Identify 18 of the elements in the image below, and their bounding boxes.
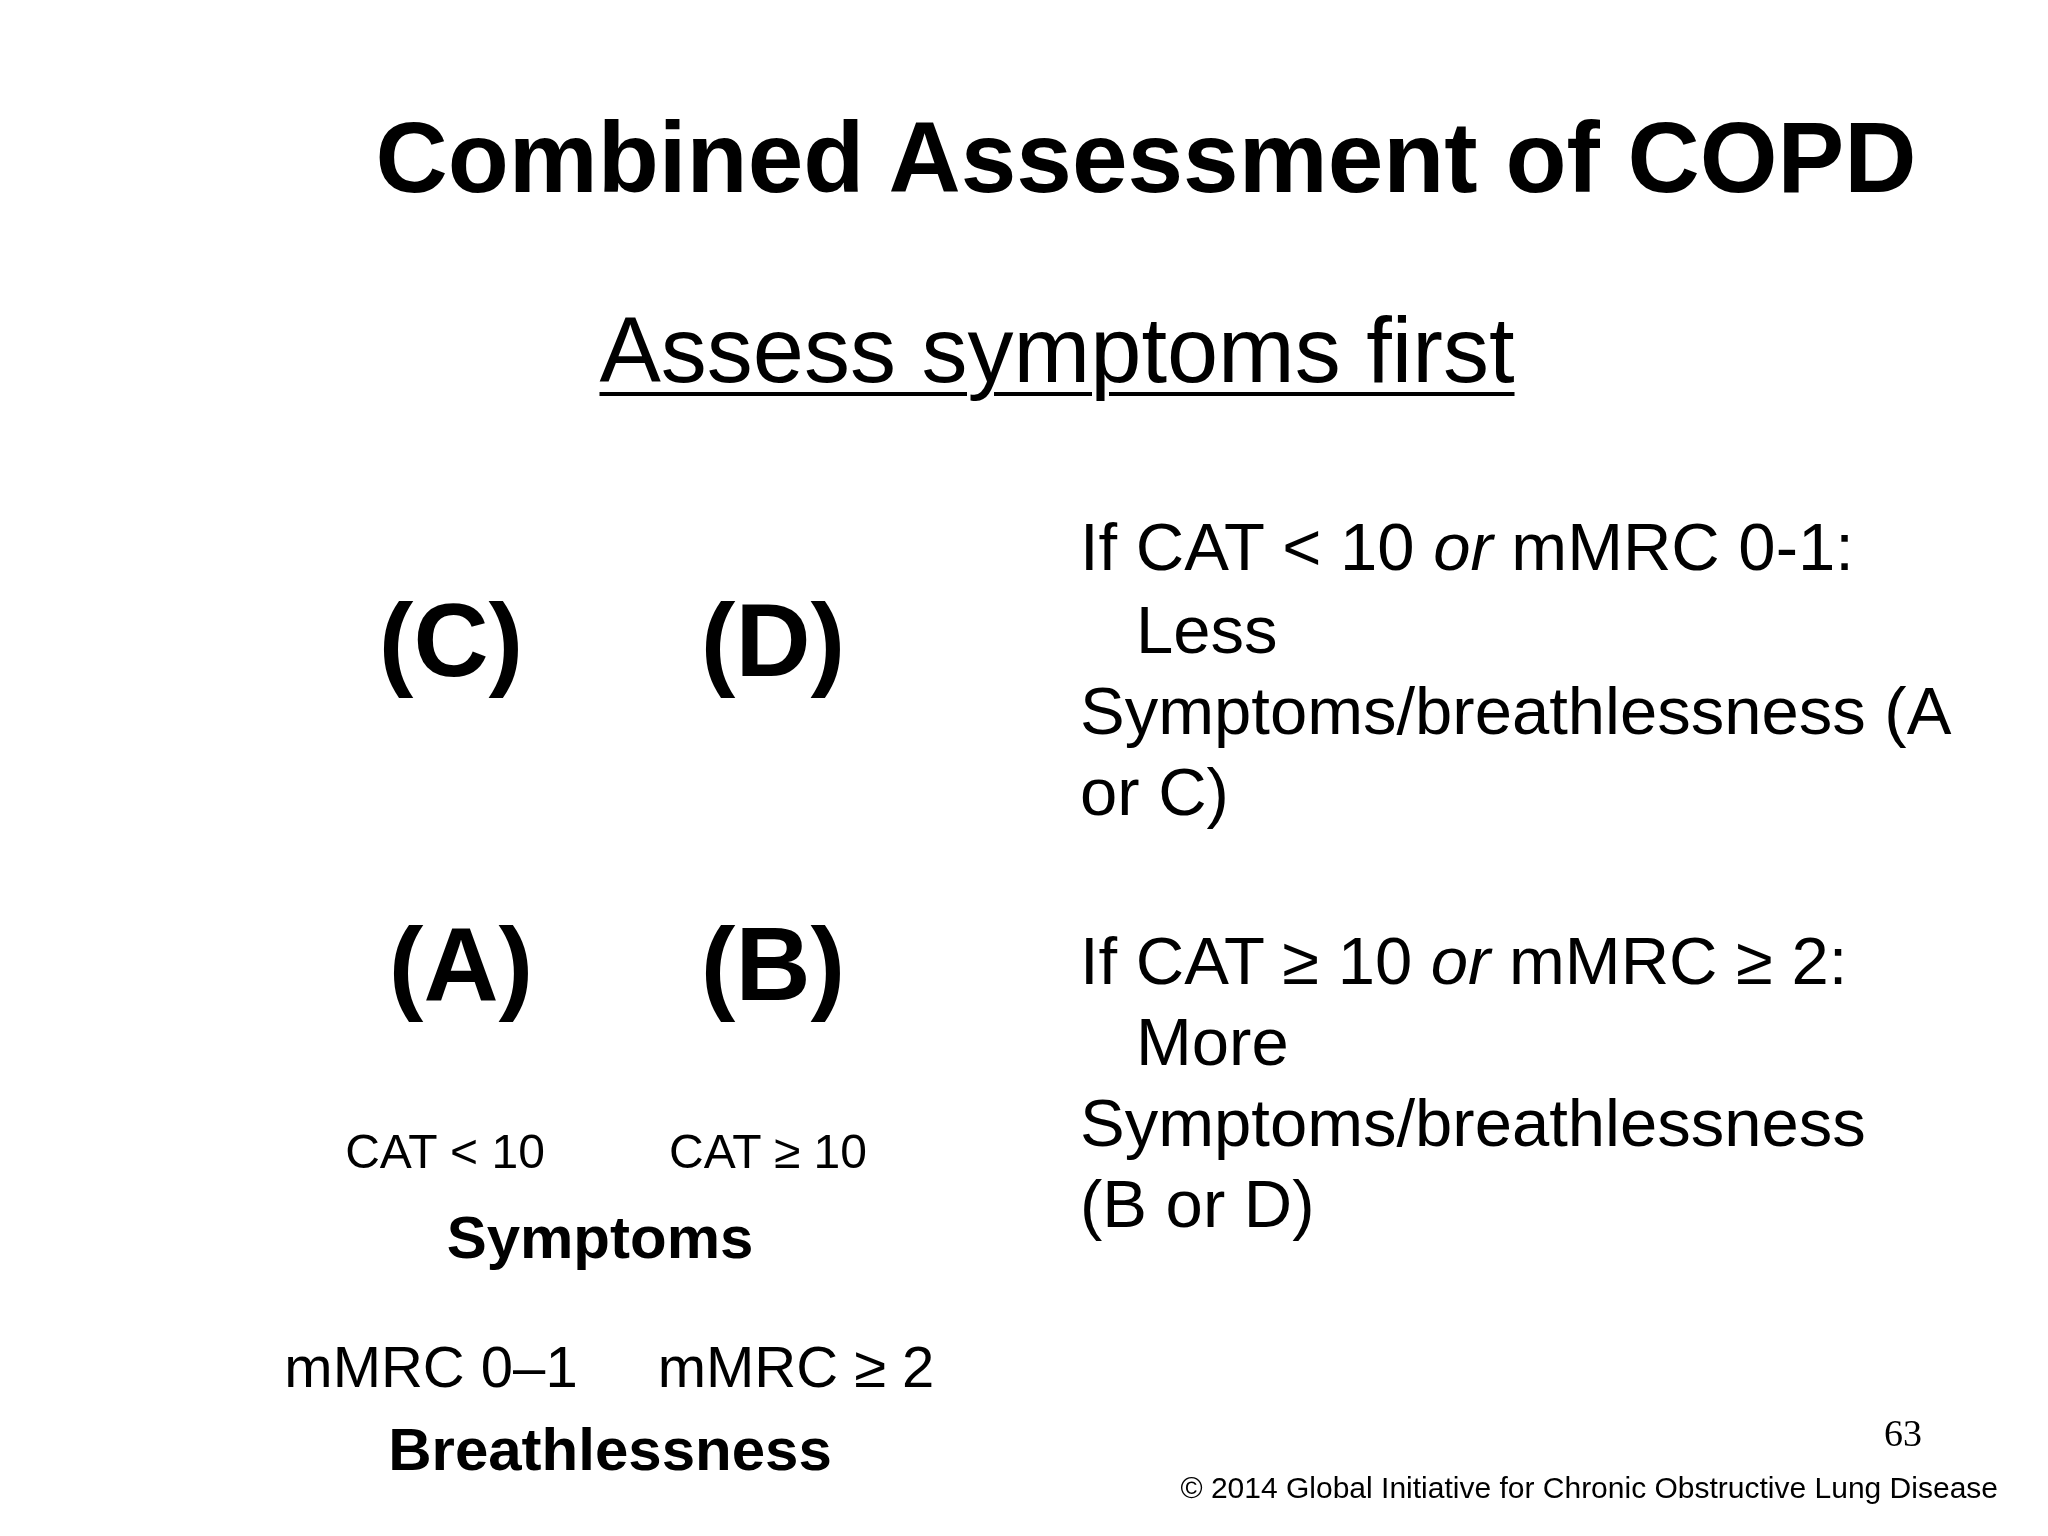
axis-title: Breathlessness (388, 1415, 832, 1485)
group-label: (C) (378, 581, 524, 700)
slide-title: Combined Assessment of COPD (375, 100, 1917, 215)
page-number: 63 (1884, 1411, 1922, 1456)
criterion-text: If CAT < 10 or mMRC 0-1: (1080, 508, 1854, 586)
axis-title: Symptoms (446, 1203, 754, 1273)
group-label: (A) (388, 905, 534, 1024)
threshold-label: mMRC 0–1 (284, 1333, 578, 1401)
description-text: Less Symptoms/breathlessness (A or C) (1080, 591, 1950, 831)
threshold-label: mMRC ≥ 2 (657, 1333, 935, 1401)
copyright-notice: © 2014 Global Initiative for Chronic Obstructive Lung Disease (1180, 1470, 1998, 1506)
threshold-label: CAT < 10 (345, 1124, 545, 1180)
criterion-text: If CAT ≥ 10 or mMRC ≥ 2: (1080, 922, 1848, 1000)
group-label: (B) (700, 905, 846, 1024)
subtitle: Assess symptoms first (599, 298, 1515, 403)
description-text: More Symptoms/breathlessness (B or D) (1080, 1003, 1867, 1243)
threshold-label: CAT ≥ 10 (669, 1124, 867, 1180)
group-label: (D) (700, 581, 846, 700)
